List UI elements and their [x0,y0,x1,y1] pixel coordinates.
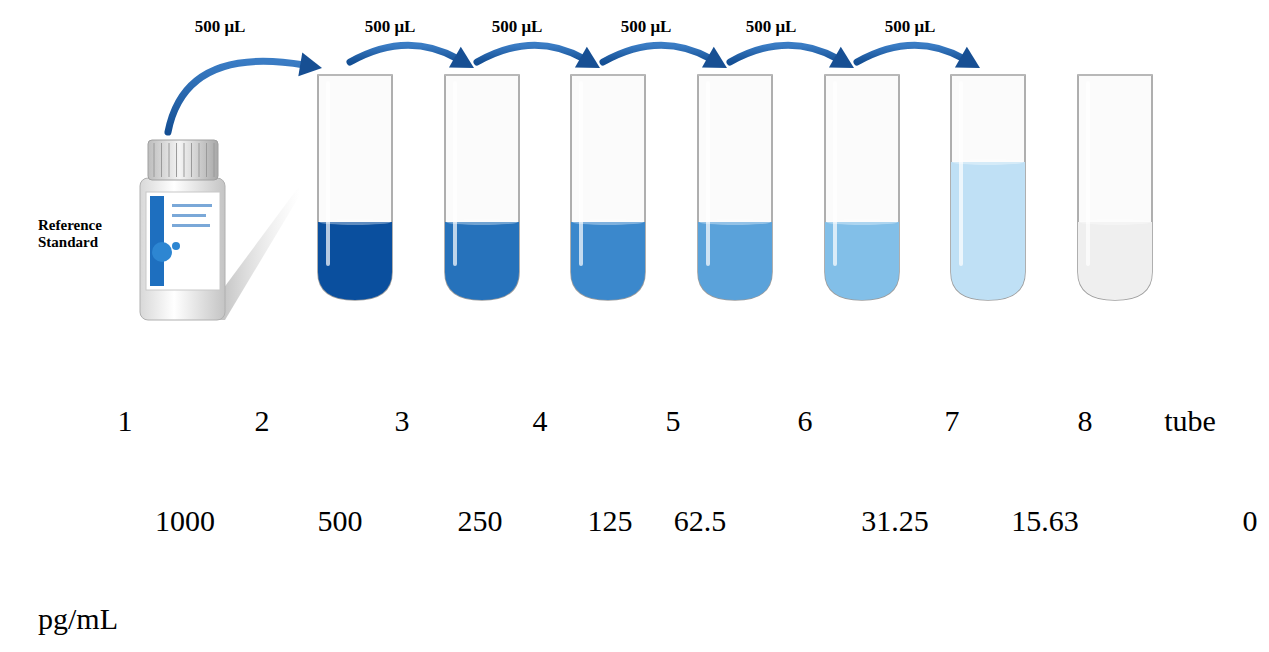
cap-rib [169,143,170,177]
concentration-value: 62.5 [674,504,727,539]
test-tube [698,75,772,300]
test-tube [445,75,519,300]
volume-label: 500 μL [365,17,416,37]
bottle-cap [148,140,218,180]
tube-number: 3 [395,404,410,439]
transfer-arrow [603,45,711,62]
tube-number: 5 [666,404,681,439]
bottle-logo [152,242,172,262]
test-tube [571,75,645,300]
cap-rib [214,143,215,177]
test-tube [1078,75,1152,300]
tube-glass [318,75,392,300]
concentration-value: 15.63 [1011,504,1079,539]
tube-rim [951,74,1025,76]
volume-label: 500 μL [885,17,936,37]
concentration-value: 1000 [155,504,215,539]
tube-glass [825,75,899,300]
bottle-logo-dot [172,242,180,250]
test-tube [318,75,392,300]
arrowhead [449,47,474,68]
glass-highlight [833,81,837,266]
arrowhead [829,47,854,68]
concentration-value: 0 [1243,504,1258,539]
bottle-label-line [172,214,206,217]
cap-rib [199,143,200,177]
tube-number: 4 [533,404,548,439]
concentration-value: 500 [318,504,363,539]
tube-glass [1078,75,1152,300]
tube-rim [445,74,519,76]
unit-label: pg/mL [38,602,118,637]
reference-bottle [140,140,225,320]
tube-glass [698,75,772,300]
tube-rim [1078,74,1152,76]
glass-highlight [959,81,963,266]
test-tube [825,75,899,300]
arrowhead [298,53,322,77]
bottle-label-text: Reference Standard [38,217,102,252]
concentration-value: 125 [588,504,633,539]
tube-rim [571,74,645,76]
cap-rib [184,143,185,177]
cap-ribs [154,143,214,177]
transfer-arrow [730,45,838,62]
tube-rim [825,74,899,76]
bottle-label [146,192,220,290]
tube-number: 1 [118,404,133,439]
arrowhead [702,47,727,68]
bottle-label-band [150,196,164,286]
glass-highlight [579,81,583,266]
arrowhead [955,47,980,68]
transfer-arrow [477,45,584,62]
cap-rib [154,143,155,177]
volume-label: 500 μL [621,17,672,37]
concentration-value: 31.25 [861,504,929,539]
bottle-body [140,178,225,320]
test-tube [951,75,1025,300]
glass-highlight [1086,81,1090,266]
glass-highlight [706,81,710,266]
test-tubes [318,75,1152,300]
volume-label: 500 μL [492,17,543,37]
transfer-arrow [857,45,964,62]
transfer-arrow [168,61,304,132]
volume-label: 500 μL [746,17,797,37]
bottle-label-line [172,204,212,207]
glass-highlight [453,81,457,266]
tube-glass [445,75,519,300]
tube-number: 2 [255,404,270,439]
volume-label: 500 μL [195,17,246,37]
tube-number: 7 [945,404,960,439]
concentration-value: 250 [458,504,503,539]
tube-glass [951,75,1025,300]
cap-rib [161,143,162,177]
cap-rib [191,143,192,177]
bottle-label-line [172,224,210,227]
row-title: tube [1164,404,1216,439]
tube-rim [698,74,772,76]
cap-rib [176,143,177,177]
cap-rib [206,143,207,177]
tube-number: 6 [798,404,813,439]
arrowhead [575,47,600,68]
transfer-arrowheads [298,47,980,77]
glass-highlight [326,81,330,266]
tube-glass [571,75,645,300]
transfer-arrow [350,45,458,62]
tube-rim [318,74,392,76]
tube-number: 8 [1078,404,1093,439]
